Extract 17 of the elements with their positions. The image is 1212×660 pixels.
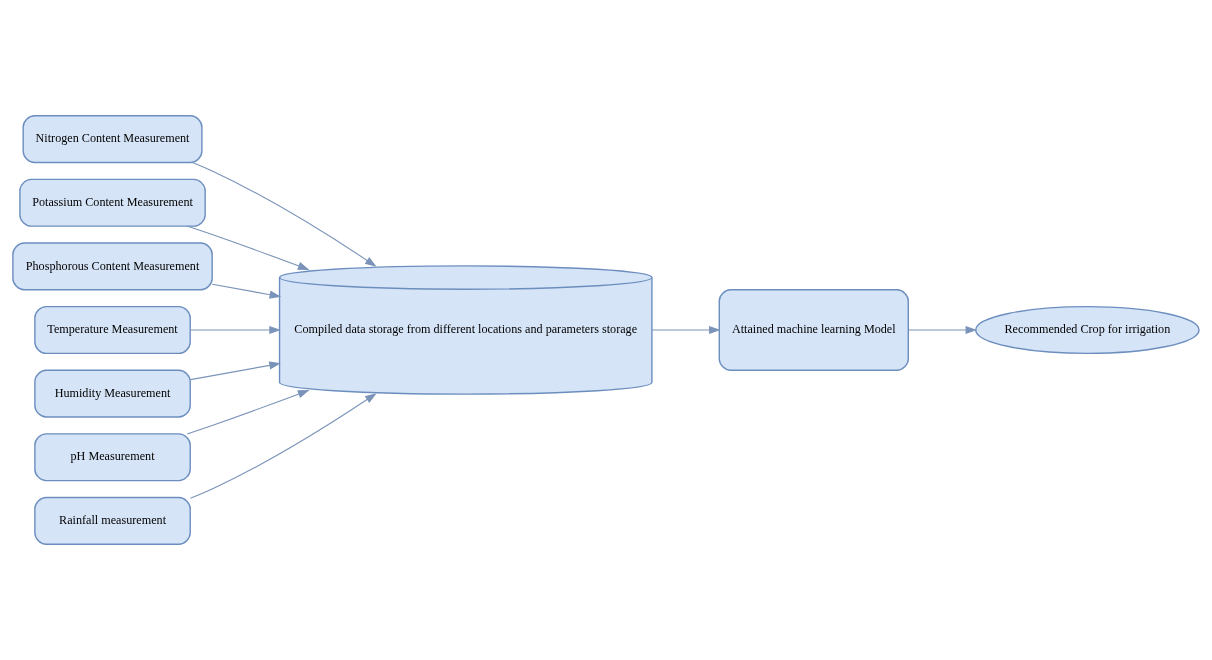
node-box: pH Measurement	[34, 433, 191, 482]
arrow	[190, 361, 281, 381]
arrow	[189, 393, 377, 499]
node-box: Rainfall measurement	[34, 496, 191, 545]
node-box: Phosphorous Content Measurement	[12, 242, 213, 291]
node-box: Potassium Content Measurement	[19, 178, 206, 227]
node-ellipse: Recommended Crop for irrigation	[975, 305, 1200, 355]
arrow	[190, 325, 281, 335]
arrow	[908, 325, 978, 335]
node-box: Temperature Measurement	[34, 305, 191, 355]
arrow	[186, 390, 310, 435]
arrow	[211, 283, 282, 299]
node-box: Humidity Measurement	[34, 369, 191, 418]
node-box: Attained machine learning Model	[718, 289, 909, 371]
arrow	[651, 325, 721, 335]
arrow	[191, 162, 377, 267]
node-box: Nitrogen Content Measurement	[22, 115, 203, 164]
